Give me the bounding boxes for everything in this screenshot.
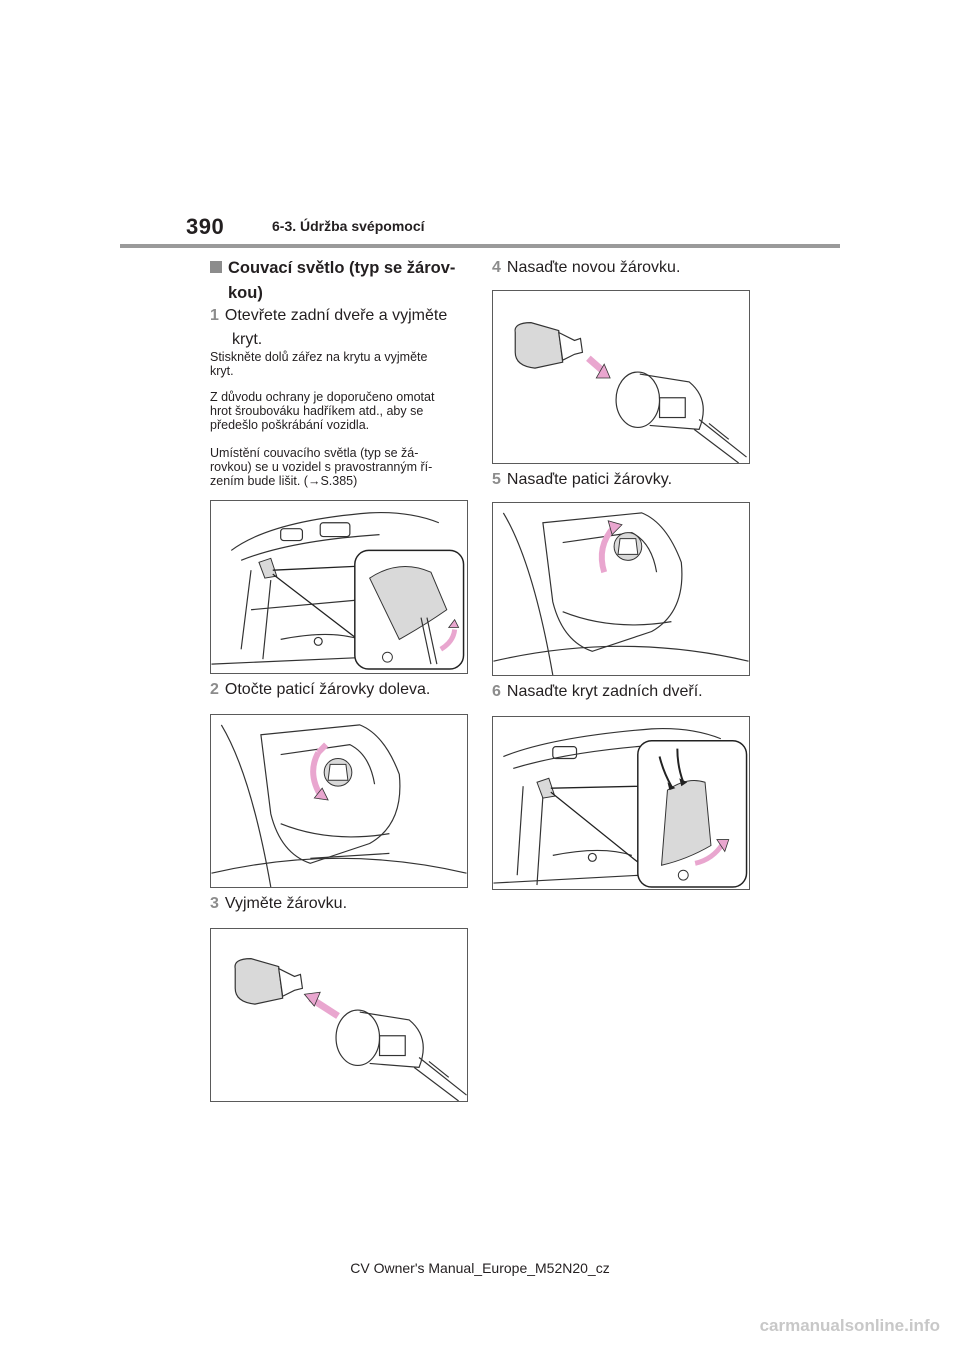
heading-square-icon: [210, 261, 222, 273]
step-text: Vyjměte žárovku.: [224, 895, 348, 912]
step-5: 5 Nasaďte patici žárovky.: [492, 468, 672, 492]
figure-remove-cover-drawing: [211, 512, 465, 670]
note-line: Stiskněte dolů zářez na krytu a vyjměte: [210, 350, 428, 364]
figure-insert-bulb-drawing: [514, 322, 747, 463]
figure-install-cover: [492, 716, 750, 890]
figure-install-socket: [492, 502, 750, 676]
step-number: 2: [210, 681, 219, 698]
note-line: Z důvodu ochrany je doporučeno omotat: [210, 390, 435, 404]
step-number: 3: [210, 895, 219, 912]
footer-text: CV Owner's Manual_Europe_M52N20_cz: [350, 1260, 610, 1276]
figure-rotate-socket-drawing: [211, 724, 467, 887]
figure-remove-cover: [210, 500, 468, 674]
note-line: kryt.: [210, 364, 234, 378]
step-text-cont: kryt.: [232, 331, 263, 348]
section-title: 6-3. Údržba svépomocí: [272, 218, 425, 234]
step-4: 4 Nasaďte novou žárovku.: [492, 256, 680, 280]
note-line: zením bude lišit. (→S.385): [210, 474, 358, 488]
note-3: Umístění couvacího světla (typ se žá- ro…: [210, 446, 472, 488]
heading-line-1: Couvací světlo (typ se žárov-: [228, 259, 456, 277]
page-number: 390: [186, 214, 225, 239]
step-1: 1 Otevřete zadní dveře a vyjměte kryt.: [210, 304, 472, 352]
step-text: Otočte paticí žárovky doleva.: [224, 681, 431, 698]
step-text: Otevřete zadní dveře a vyjměte: [224, 307, 448, 324]
step-text: Nasaďte patici žárovky.: [506, 471, 673, 488]
step-3: 3 Vyjměte žárovku.: [210, 892, 347, 916]
note-1: Stiskněte dolů zářez na krytu a vyjměte …: [210, 350, 472, 378]
step-number: 6: [492, 683, 501, 700]
step-number: 5: [492, 471, 501, 488]
figure-install-socket-drawing: [493, 512, 749, 675]
note-line: hrot šroubováku hadříkem atd., aby se: [210, 404, 424, 418]
step-6: 6 Nasaďte kryt zadních dveří.: [492, 680, 703, 704]
figure-install-cover-drawing: [493, 728, 748, 888]
figure-remove-bulb: [210, 928, 468, 1102]
step-text: Nasaďte novou žárovku.: [506, 259, 681, 276]
procedure-heading: Couvací světlo (typ se žárov- kou): [210, 256, 462, 306]
header-rule: [120, 244, 840, 248]
note-line: Umístění couvacího světla (typ se žá-: [210, 446, 419, 460]
step-number: 4: [492, 259, 501, 276]
figure-rotate-socket: [210, 714, 468, 888]
note-line: rovkou) se u vozidel s pravostranným ří-: [210, 460, 433, 474]
step-text: Nasaďte kryt zadních dveří.: [506, 683, 703, 700]
note-2: Z důvodu ochrany je doporučeno omotat hr…: [210, 390, 472, 432]
watermark: carmanualsonline.info: [759, 1316, 940, 1335]
note-line: předešlo poškrábání vozidla.: [210, 418, 370, 432]
step-number: 1: [210, 307, 219, 324]
figure-remove-bulb-drawing: [234, 958, 467, 1101]
figure-insert-bulb: [492, 290, 750, 464]
step-2: 2 Otočte paticí žárovky doleva.: [210, 678, 430, 702]
heading-line-2: kou): [228, 284, 263, 302]
